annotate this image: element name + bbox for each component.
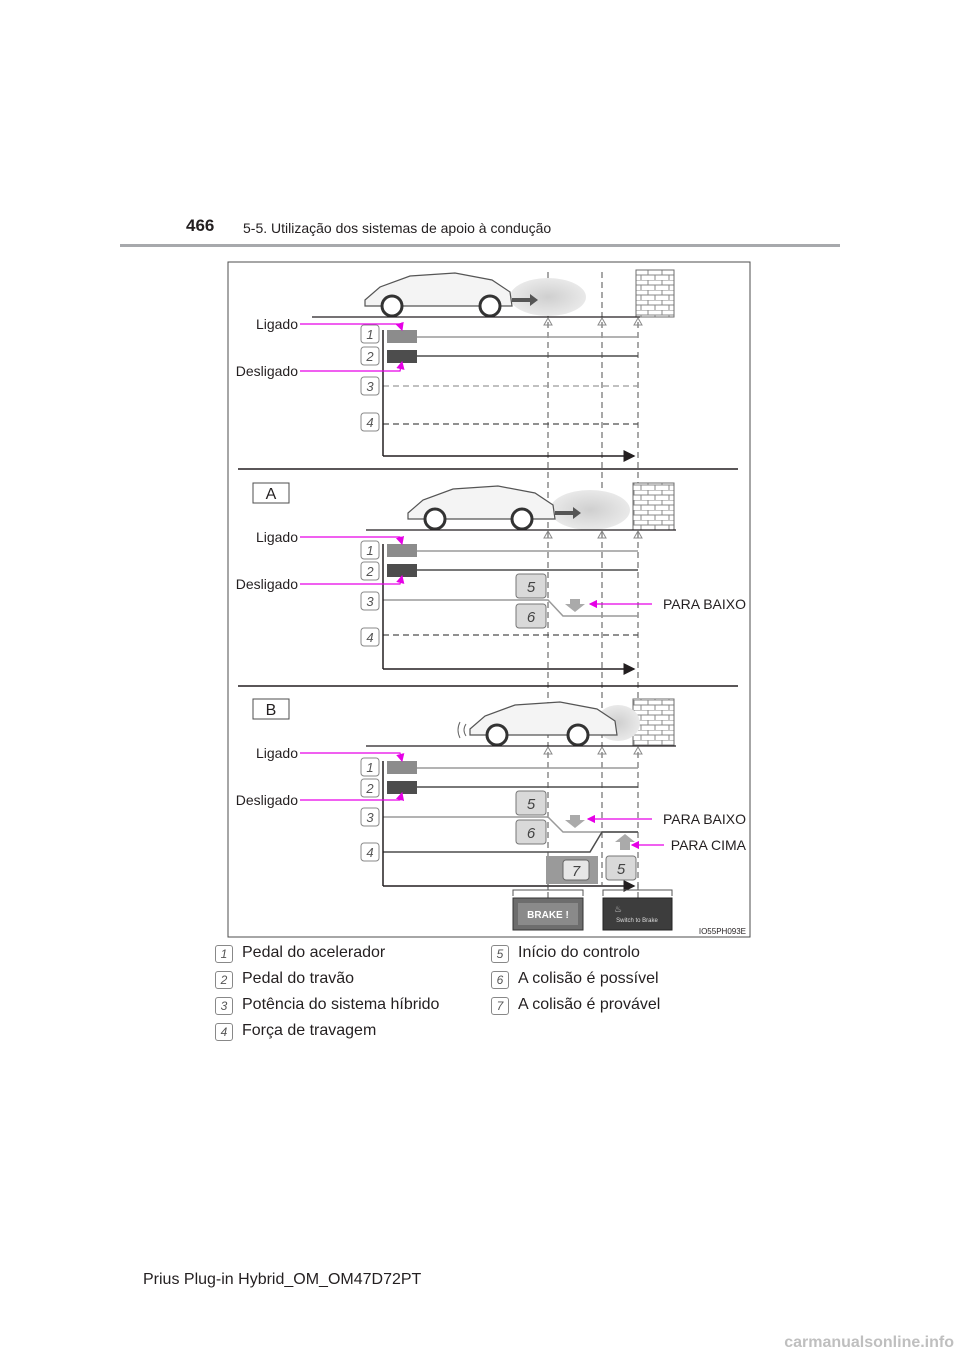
- car-icon: [407, 485, 581, 531]
- accelerator-pedal-bar: [387, 330, 417, 343]
- state-number: 6: [527, 825, 536, 842]
- legend-number: 3: [215, 997, 233, 1015]
- state-number: 7: [572, 863, 581, 880]
- row-number: 3: [366, 379, 374, 394]
- car-icon: [364, 272, 538, 318]
- callout-down: PARA BAIXO: [663, 596, 746, 612]
- callout-off: Desligado: [236, 792, 298, 808]
- footer-site-watermark: carmanualsonline.info: [784, 1334, 954, 1351]
- figure-code: IO55PH093E: [699, 927, 746, 936]
- figure-frame: [227, 261, 751, 938]
- callout-lines: [300, 321, 664, 850]
- car-icon: [457, 701, 618, 747]
- row-number: 1: [366, 543, 373, 558]
- legend-number: 1: [215, 945, 233, 963]
- callout-down: PARA BAIXO: [663, 811, 746, 827]
- timing-lines: [547, 272, 639, 900]
- legend-number: 5: [491, 945, 509, 963]
- wall-icon: [635, 269, 675, 318]
- row-number: 3: [366, 594, 374, 609]
- brake-pedal-bar: [387, 564, 417, 577]
- callout-up: PARA CIMA: [671, 837, 747, 853]
- legend-number: 2: [215, 971, 233, 989]
- row-number-badges: [360, 324, 380, 862]
- radar-beam-icon: [510, 278, 586, 316]
- row-number: 1: [366, 327, 373, 342]
- callout-on: Ligado: [256, 316, 298, 332]
- header-rule: [120, 244, 840, 247]
- row-number: 4: [366, 415, 373, 430]
- row-number: 2: [365, 781, 374, 796]
- state-badge-7: [562, 859, 590, 881]
- legend-number: 4: [215, 1023, 233, 1041]
- arrow-up-icon: [615, 834, 635, 850]
- brake-pedal-bar: [387, 781, 417, 794]
- legend-text: Pedal do travão: [242, 970, 355, 987]
- row-number: 1: [366, 760, 373, 775]
- legend-text: Potência do sistema híbrido: [242, 996, 440, 1013]
- radar-beam-icon: [550, 490, 630, 530]
- state-number: 6: [527, 609, 536, 626]
- row-number: 4: [366, 630, 373, 645]
- section-title: 5-5. Utilização dos sistemas de apoio à …: [243, 220, 552, 236]
- brake-warning-text: BRAKE !: [527, 910, 569, 921]
- row-number: 2: [365, 349, 374, 364]
- page-number: 466: [186, 216, 215, 235]
- state-number: 5: [617, 861, 626, 878]
- section-b: BRAKE ! ♨ Switch to Brake: [366, 698, 676, 931]
- section-a: [366, 482, 676, 675]
- legend-text: A colisão é provável: [518, 996, 661, 1013]
- accelerator-pedal-bar: [387, 544, 417, 557]
- state-number: 5: [527, 579, 536, 596]
- callout-on: Ligado: [256, 529, 298, 545]
- switch-to-brake-display: [602, 897, 673, 931]
- panel-label-b: B: [266, 702, 277, 719]
- brake-pedal-bar: [387, 350, 417, 363]
- panel-label-a-box: [252, 482, 290, 504]
- switch-to-brake-text: Switch to Brake: [616, 918, 658, 924]
- legend-text: Força de travagem: [242, 1022, 377, 1039]
- callout-on: Ligado: [256, 745, 298, 761]
- panel-label-b-box: [252, 698, 290, 720]
- accelerator-pedal-bar: [387, 761, 417, 774]
- section-normal: [312, 269, 675, 462]
- callout-off: Desligado: [236, 576, 298, 592]
- legend-text: Pedal do acelerador: [242, 944, 386, 961]
- state-number: 5: [527, 796, 536, 813]
- legend-text: Início do controlo: [518, 944, 640, 961]
- row-number: 2: [365, 564, 374, 579]
- arrow-down-icon: [565, 815, 585, 828]
- row-number: 4: [366, 845, 373, 860]
- state-badges: [515, 573, 637, 881]
- arrow-down-icon: [565, 599, 585, 612]
- footer-manual-name: Prius Plug-in Hybrid_OM_OM47D72PT: [143, 1271, 422, 1288]
- timing-triangles: [543, 316, 643, 326]
- timing-triangles: [543, 745, 643, 755]
- legend-number: 7: [491, 997, 509, 1015]
- panel-label-a: A: [266, 486, 277, 503]
- timing-triangles: [543, 529, 643, 539]
- wall-icon: [632, 482, 675, 531]
- legend-number: 6: [491, 971, 509, 989]
- legend-text: A colisão é possível: [518, 970, 659, 987]
- row-number: 3: [366, 810, 374, 825]
- pedal-icon: ♨: [614, 904, 622, 914]
- callout-off: Desligado: [236, 363, 298, 379]
